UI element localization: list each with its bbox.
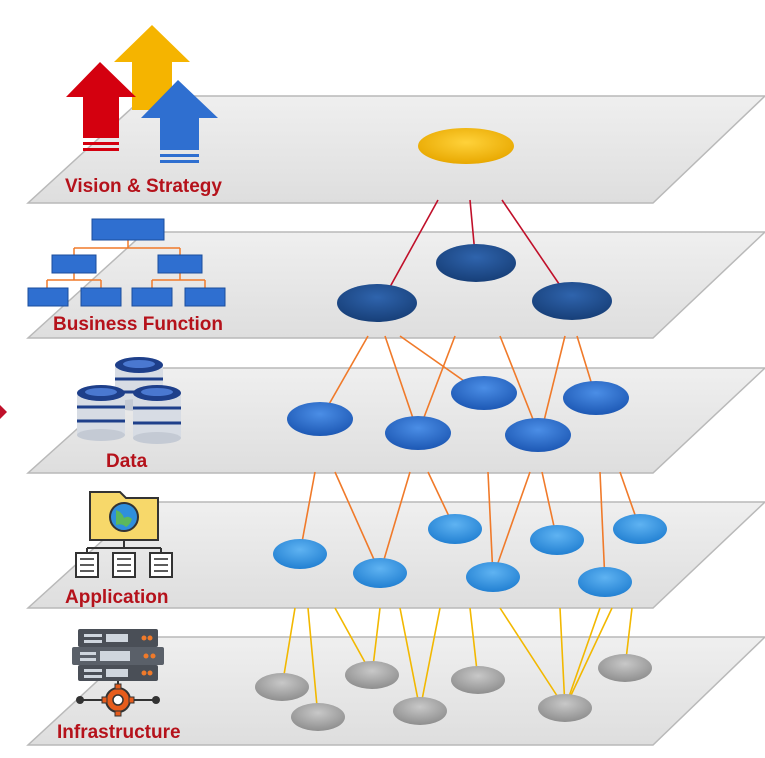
infrastructure-node [598, 654, 652, 682]
link [379, 471, 411, 574]
infrastructure-node [255, 673, 309, 701]
infrastructure-node [451, 666, 505, 694]
nodes-vision [418, 128, 514, 164]
infrastructure-node [393, 697, 447, 725]
application-node [273, 539, 327, 569]
database-icon [77, 357, 181, 444]
org-chart-icon [27, 218, 226, 307]
data-node [505, 418, 571, 452]
infrastructure-node [291, 703, 345, 731]
business-node [532, 282, 612, 320]
data-node [451, 376, 517, 410]
layer-label-data: Data [106, 451, 148, 472]
business-node [436, 244, 516, 282]
data-node [563, 381, 629, 415]
application-node [613, 514, 667, 544]
nodes-data [287, 376, 629, 452]
link [499, 607, 566, 709]
link [492, 471, 531, 578]
application-node [353, 558, 407, 588]
vision-node [418, 128, 514, 164]
link [399, 607, 421, 711]
link [564, 607, 613, 709]
layer-label-vision: Vision & Strategy [65, 176, 222, 197]
application-node [530, 525, 584, 555]
link [599, 471, 606, 583]
link [487, 471, 494, 578]
data-node [287, 402, 353, 436]
link [307, 607, 319, 718]
nodes-business [337, 244, 612, 322]
layer-label-application: Application [65, 587, 168, 608]
application-node [466, 562, 520, 592]
arrow-right-icon [0, 405, 7, 419]
infrastructure-node [538, 694, 592, 722]
link [334, 471, 381, 574]
nodes-infrastructure [255, 654, 652, 731]
link [559, 607, 566, 709]
link [419, 607, 441, 711]
application-node [578, 567, 632, 597]
application-node [428, 514, 482, 544]
link [564, 607, 601, 709]
layer-label-infrastructure: Infrastructure [57, 722, 181, 743]
business-node [337, 284, 417, 322]
strategy-arrows-icon [66, 25, 218, 163]
data-node [385, 416, 451, 450]
infrastructure-node [345, 661, 399, 689]
server-rack-icon [72, 629, 164, 717]
nodes-application [273, 514, 667, 597]
application-folder-icon [75, 491, 173, 578]
layer-label-business: Business Function [53, 314, 223, 335]
